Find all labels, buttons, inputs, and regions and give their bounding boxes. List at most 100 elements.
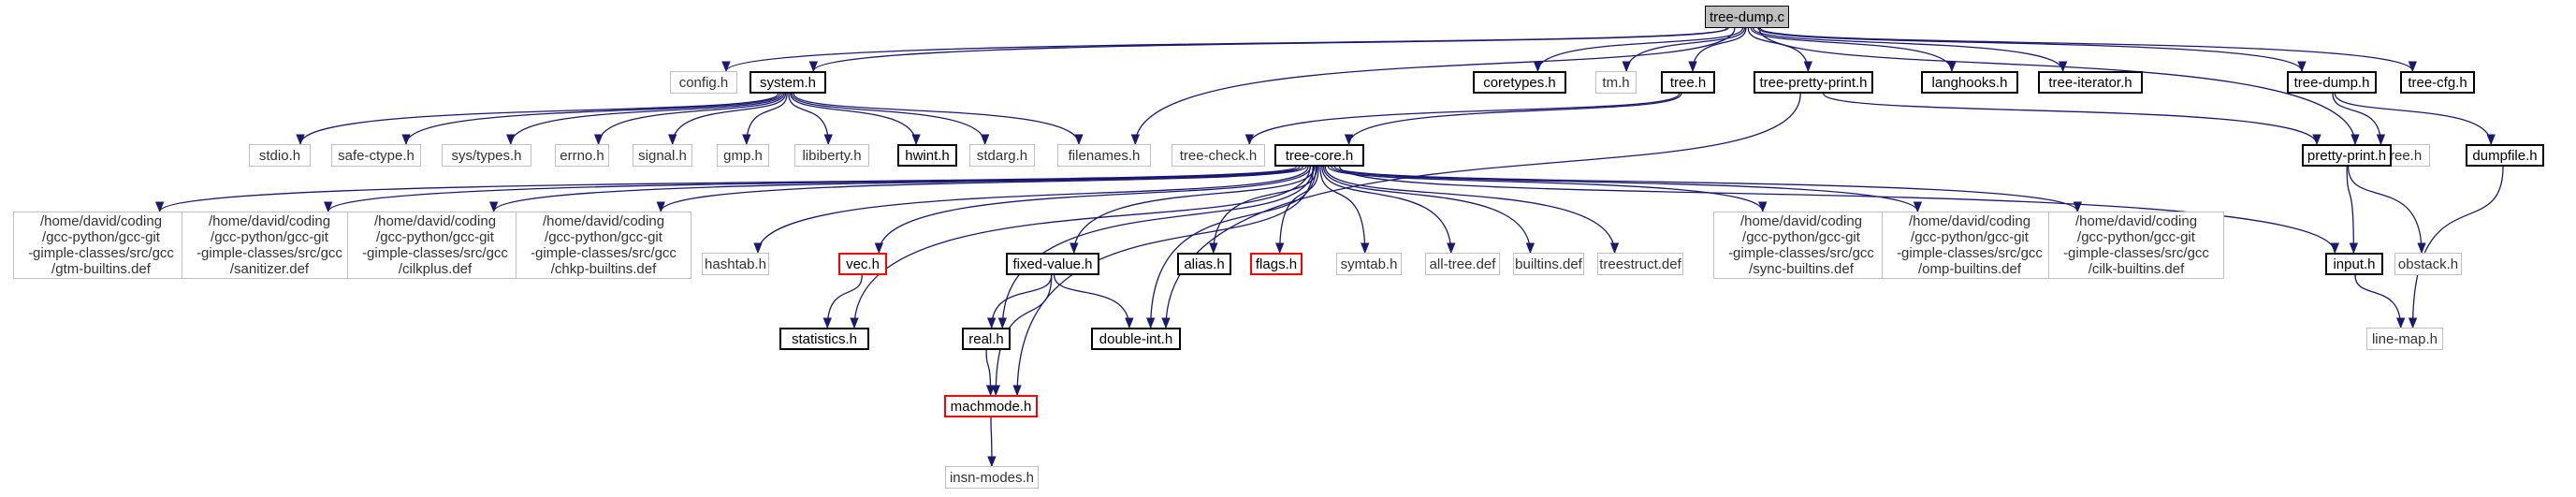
node-tree-iterator-h[interactable]: tree-iterator.h bbox=[2038, 71, 2143, 94]
node-label: statistics.h bbox=[791, 330, 858, 347]
edge-tree-dump-c-to-system-h bbox=[808, 27, 1729, 73]
node-double-int-h[interactable]: double-int.h bbox=[1091, 328, 1181, 350]
edge-tree-core-h-to-gtm-builtins-def bbox=[155, 166, 1297, 213]
node-label: tm.h bbox=[1602, 74, 1630, 91]
node-tree-dump-c[interactable]: tree-dump.c bbox=[1705, 6, 1789, 28]
node-input-h[interactable]: input.h bbox=[2325, 253, 2383, 275]
edge-input-h-to-line-map-h bbox=[2354, 274, 2406, 329]
node-system-h[interactable]: system.h bbox=[750, 71, 826, 94]
edge-tree-dump-c-to-coretypes-h bbox=[1533, 27, 1744, 73]
node-config-h[interactable]: config.h bbox=[670, 71, 737, 94]
node-label: coretypes.h bbox=[1483, 74, 1556, 91]
node-label: fixed-value.h bbox=[1012, 256, 1093, 272]
node-label: /home/david/coding /gcc-python/gcc-git -… bbox=[1897, 213, 2043, 277]
edge-tree-core-h-to-cilkplus-def bbox=[489, 166, 1303, 213]
node-line-map-h[interactable]: line-map.h bbox=[2366, 328, 2443, 350]
node-treestruct-def[interactable]: treestruct.def bbox=[1597, 253, 1683, 275]
node-pretty-print-h[interactable]: pretty-print.h bbox=[2302, 144, 2392, 167]
node-gmp-h[interactable]: gmp.h bbox=[717, 144, 769, 167]
node-coretypes-h[interactable]: coretypes.h bbox=[1473, 71, 1566, 94]
node-flags-h[interactable]: flags.h bbox=[1250, 253, 1303, 275]
node-chkp-builtins-def[interactable]: /home/david/coding /gcc-python/gcc-git -… bbox=[516, 212, 691, 279]
edge-tree-core-h-to-fixed-value-h bbox=[1070, 166, 1316, 255]
node-tm-h[interactable]: tm.h bbox=[1595, 71, 1637, 94]
node-cilk-builtins-def[interactable]: /home/david/coding /gcc-python/gcc-git -… bbox=[2048, 212, 2224, 279]
node-label: tree-cfg.h bbox=[2408, 74, 2467, 91]
edge-tree-dump-h-to-splay-tree-h bbox=[2332, 93, 2386, 146]
node-hwint-h[interactable]: hwint.h bbox=[897, 144, 957, 167]
node-statistics-h[interactable]: statistics.h bbox=[779, 328, 869, 350]
node-label: stdio.h bbox=[258, 147, 301, 164]
edge-tree-h-to-tree-core-h bbox=[1344, 93, 1682, 146]
node-langhooks-h[interactable]: langhooks.h bbox=[1921, 71, 2018, 94]
edge-tree-core-h-to-input-h bbox=[1339, 166, 2339, 255]
edge-system-h-to-stdarg-h bbox=[791, 93, 990, 146]
node-sanitizer-def[interactable]: /home/david/coding /gcc-python/gcc-git -… bbox=[182, 212, 357, 279]
node-label: /home/david/coding /gcc-python/gcc-git -… bbox=[196, 213, 342, 277]
edge-system-h-to-gmp-h bbox=[742, 93, 788, 146]
node-errno-h[interactable]: errno.h bbox=[555, 144, 609, 167]
edge-tree-core-h-to-sanitizer-def bbox=[324, 166, 1301, 213]
node-label: stdarg.h bbox=[976, 147, 1028, 164]
node-hashtab-h[interactable]: hashtab.h bbox=[702, 253, 769, 275]
node-cilkplus-def[interactable]: /home/david/coding /gcc-python/gcc-git -… bbox=[347, 212, 523, 279]
edge-tree-core-h-to-hashtab-h bbox=[753, 166, 1309, 255]
edge-real-h-to-machmode-h bbox=[985, 349, 996, 397]
node-machmode-h[interactable]: machmode.h bbox=[944, 395, 1038, 417]
node-omp-builtins-def[interactable]: /home/david/coding /gcc-python/gcc-git -… bbox=[1882, 212, 2058, 279]
edge-tree-core-h-to-flags-h bbox=[1275, 166, 1319, 255]
node-tree-core-h[interactable]: tree-core.h bbox=[1274, 144, 1364, 167]
node-label: errno.h bbox=[560, 147, 604, 164]
node-symtab-h[interactable]: symtab.h bbox=[1336, 253, 1402, 275]
edge-tree-core-h-to-alias-h bbox=[1209, 166, 1318, 255]
node-signal-h[interactable]: signal.h bbox=[633, 144, 692, 167]
node-insn-modes-h[interactable]: insn-modes.h bbox=[945, 466, 1039, 489]
node-label: obstack.h bbox=[2397, 256, 2459, 272]
node-tree-pretty-print-h[interactable]: tree-pretty-print.h bbox=[1754, 71, 1873, 94]
node-fixed-value-h[interactable]: fixed-value.h bbox=[1006, 253, 1099, 275]
edge-fixed-value-h-to-machmode-h bbox=[991, 274, 1053, 397]
node-sync-builtins-def[interactable]: /home/david/coding /gcc-python/gcc-git -… bbox=[1713, 212, 1889, 279]
node-label: libiberty.h bbox=[802, 147, 862, 164]
node-tree-dump-h[interactable]: tree-dump.h bbox=[2287, 71, 2377, 94]
node-obstack-h[interactable]: obstack.h bbox=[2394, 253, 2462, 275]
node-libiberty-h[interactable]: libiberty.h bbox=[794, 144, 869, 167]
node-label: insn-modes.h bbox=[949, 469, 1035, 486]
node-tree-h[interactable]: tree.h bbox=[1661, 71, 1715, 94]
node-stdio-h[interactable]: stdio.h bbox=[249, 144, 311, 167]
node-label: alias.h bbox=[1184, 256, 1225, 272]
edge-tree-dump-c-to-tree-dump-h bbox=[1757, 27, 2307, 73]
node-stdarg-h[interactable]: stdarg.h bbox=[969, 144, 1035, 167]
node-label: tree.h bbox=[1669, 74, 1707, 91]
node-real-h[interactable]: real.h bbox=[962, 328, 1011, 350]
node-label: tree-dump.h bbox=[2293, 74, 2370, 91]
node-tree-cfg-h[interactable]: tree-cfg.h bbox=[2400, 71, 2475, 94]
edge-tree-core-h-to-chkp-builtins-def bbox=[656, 166, 1307, 213]
node-safe-ctype-h[interactable]: safe-ctype.h bbox=[331, 144, 421, 167]
edge-machmode-h-to-insn-modes-h bbox=[987, 417, 997, 468]
node-alias-h[interactable]: alias.h bbox=[1177, 253, 1231, 275]
node-filenames-h[interactable]: filenames.h bbox=[1057, 144, 1151, 167]
node-label: sys/types.h bbox=[451, 147, 522, 164]
edge-tree-core-h-to-treestruct-def bbox=[1324, 166, 1620, 255]
edge-tree-dump-c-to-splay-tree-h bbox=[1758, 27, 2360, 146]
node-gtm-builtins-def[interactable]: /home/david/coding /gcc-python/gcc-git -… bbox=[13, 212, 189, 279]
node-label: tree-dump.c bbox=[1709, 8, 1785, 25]
node-all-tree-def[interactable]: all-tree.def bbox=[1425, 253, 1500, 275]
node-label: system.h bbox=[759, 74, 816, 91]
node-sys-types-h[interactable]: sys/types.h bbox=[442, 144, 531, 167]
edge-tree-dump-c-to-tree-cfg-h bbox=[1759, 27, 2417, 73]
node-label: gmp.h bbox=[723, 147, 763, 164]
edge-fixed-value-h-to-real-h bbox=[987, 274, 1053, 329]
node-label: /home/david/coding /gcc-python/gcc-git -… bbox=[2063, 213, 2209, 277]
node-builtins-def[interactable]: builtins.def bbox=[1513, 253, 1584, 275]
node-label: /home/david/coding /gcc-python/gcc-git -… bbox=[1728, 213, 1874, 277]
node-label: /home/david/coding /gcc-python/gcc-git -… bbox=[362, 213, 508, 277]
node-tree-check-h[interactable]: tree-check.h bbox=[1172, 144, 1265, 167]
edge-tree-core-h-to-double-int-h bbox=[1146, 166, 1317, 329]
node-label: builtins.def bbox=[1515, 256, 1582, 272]
node-vec-h[interactable]: vec.h bbox=[838, 253, 887, 275]
node-dumpfile-h[interactable]: dumpfile.h bbox=[2466, 144, 2544, 167]
edge-dumpfile-h-to-line-map-h bbox=[2408, 166, 2504, 329]
